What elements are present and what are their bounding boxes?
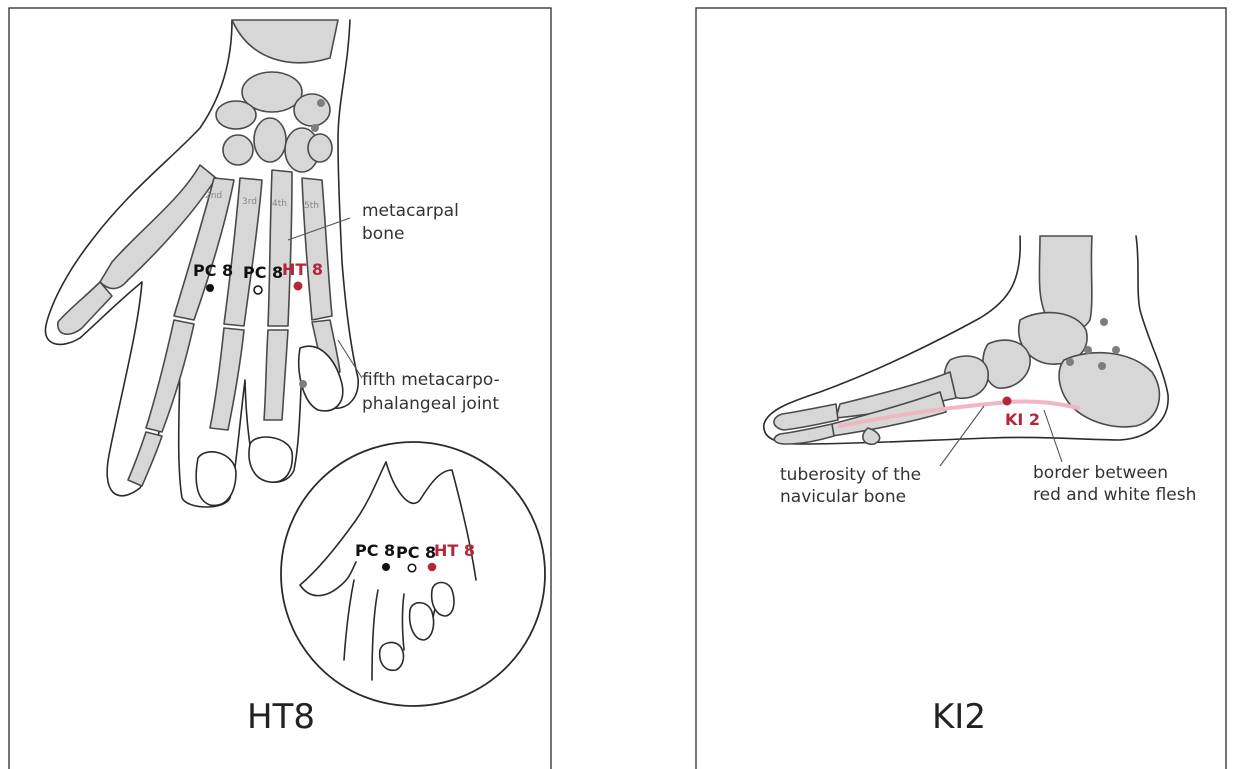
tuberosity-label: tuberosity of the xyxy=(780,465,921,485)
reference-dot xyxy=(317,99,325,107)
right-panel-title: KI2 xyxy=(932,697,986,737)
inset-pc8-label: PC 8 xyxy=(396,543,436,562)
pc8-label: PC 8 xyxy=(193,261,233,280)
reference-dot xyxy=(1098,362,1106,370)
inset-nail xyxy=(380,643,404,671)
tuberosity-label: navicular bone xyxy=(780,487,906,507)
reference-dot xyxy=(299,380,307,388)
inset-pc8-point-filled xyxy=(382,563,390,571)
ht8-point xyxy=(294,282,303,291)
reference-dot xyxy=(1066,358,1074,366)
finger-label-5th: 5th xyxy=(304,201,319,211)
reference-dot xyxy=(1084,346,1092,354)
inset-ht8-label: HT 8 xyxy=(434,541,475,560)
pc8-label: PC 8 xyxy=(243,263,283,282)
metacarpal-label: bone xyxy=(362,224,404,244)
border-label: border between xyxy=(1033,463,1168,483)
reference-dot xyxy=(1100,318,1108,326)
right-panel: KI 2 tuberosity of the navicular bone bo… xyxy=(696,8,1226,769)
inset-pc8-label: PC 8 xyxy=(355,541,395,560)
joint-label: phalangeal joint xyxy=(362,394,499,414)
finger-label-4th: 4th xyxy=(272,199,287,209)
metacarpal-label: metacarpal xyxy=(362,201,459,221)
ki2-label: KI 2 xyxy=(1005,410,1040,429)
inset-pc8-point-hollow xyxy=(408,564,416,572)
ht8-label: HT 8 xyxy=(282,260,323,279)
reference-dot xyxy=(1112,346,1120,354)
joint-label: fifth metacarpo- xyxy=(362,370,500,390)
inset-circle xyxy=(281,442,545,706)
pc8-point-filled xyxy=(206,284,214,292)
left-panel-title: HT8 xyxy=(247,697,315,737)
finger-label-3rd: 3rd xyxy=(242,197,257,207)
finger-label-2nd: 2nd xyxy=(205,191,222,201)
inset-magnifier: PC 8 PC 8 HT 8 xyxy=(281,442,545,706)
ki2-point xyxy=(1003,397,1012,406)
left-panel: 2nd 3rd 4th 5th PC 8 PC 8 HT 8 metacarpa… xyxy=(9,8,551,769)
reference-dot xyxy=(311,124,319,132)
border-label: red and white flesh xyxy=(1033,485,1196,505)
pc8-point-hollow xyxy=(254,286,262,294)
inset-ht8-point xyxy=(428,563,437,572)
